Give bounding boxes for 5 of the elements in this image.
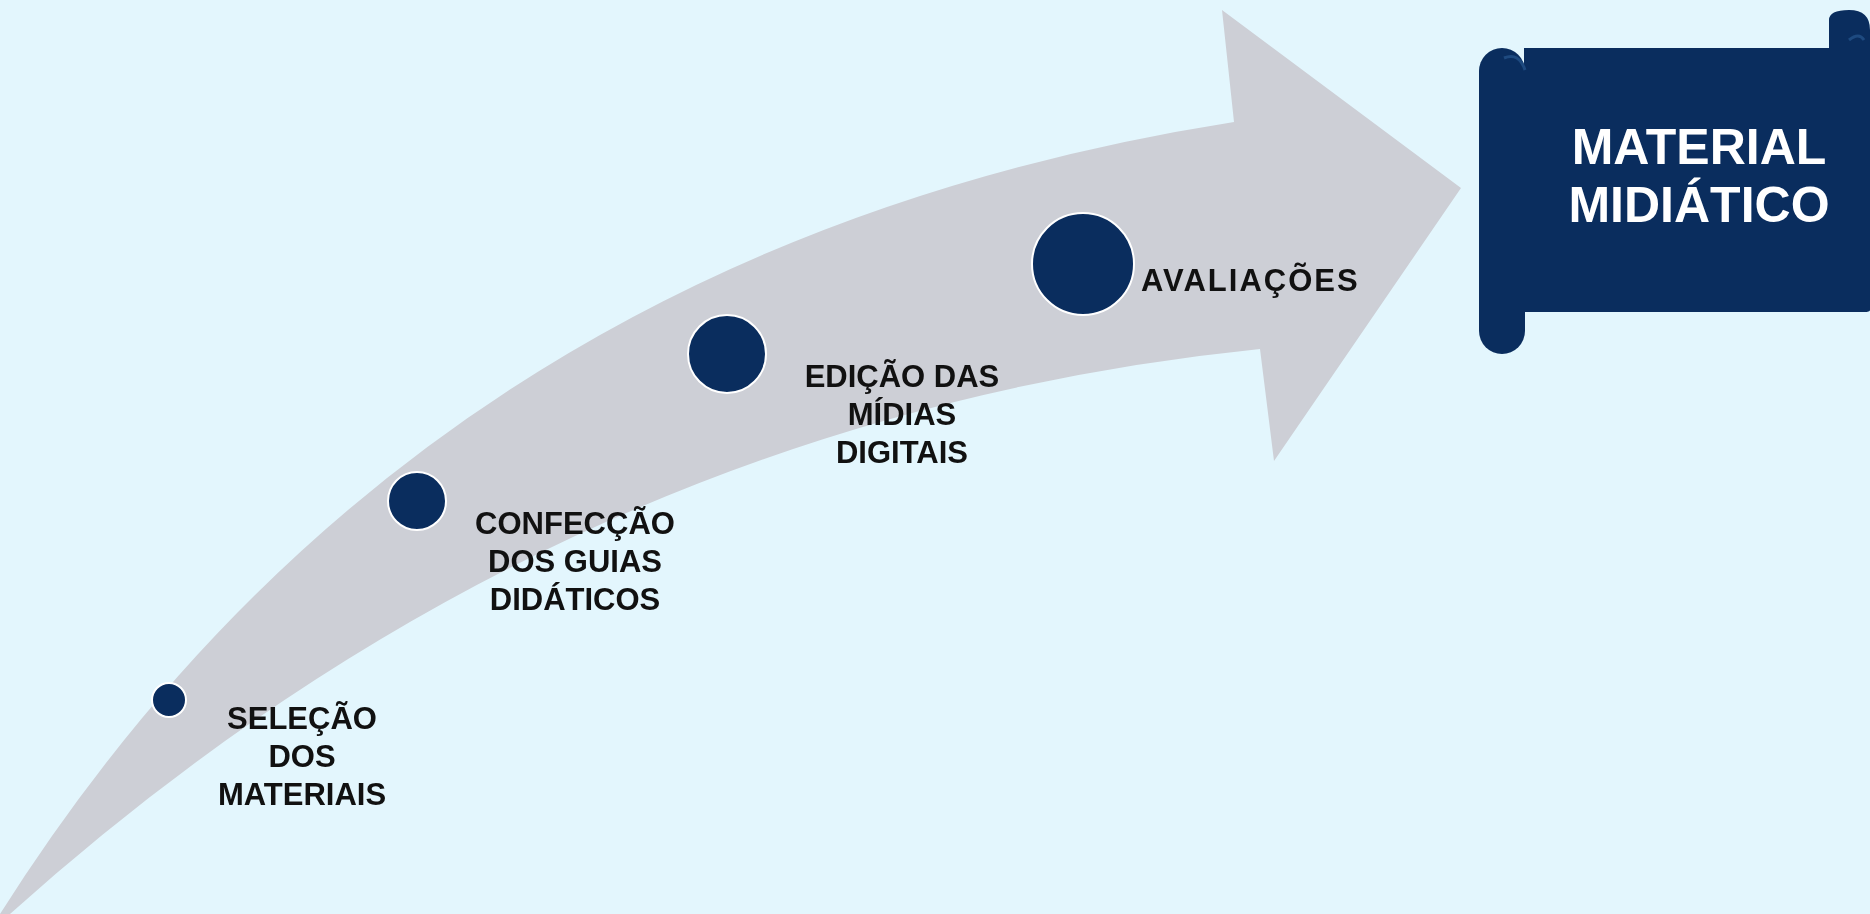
banner-title: MATERIAL MIDIÁTICO <box>1567 118 1831 234</box>
step-label: CONFECÇÃO DOS GUIAS DIDÁTICOS <box>474 505 676 619</box>
step-label: AVALIAÇÕES <box>1141 262 1361 300</box>
step-label: SELEÇÃO DOS MATERIAIS <box>216 700 388 814</box>
step-label: EDIÇÃO DAS MÍDIAS DIGITAIS <box>803 358 1001 472</box>
